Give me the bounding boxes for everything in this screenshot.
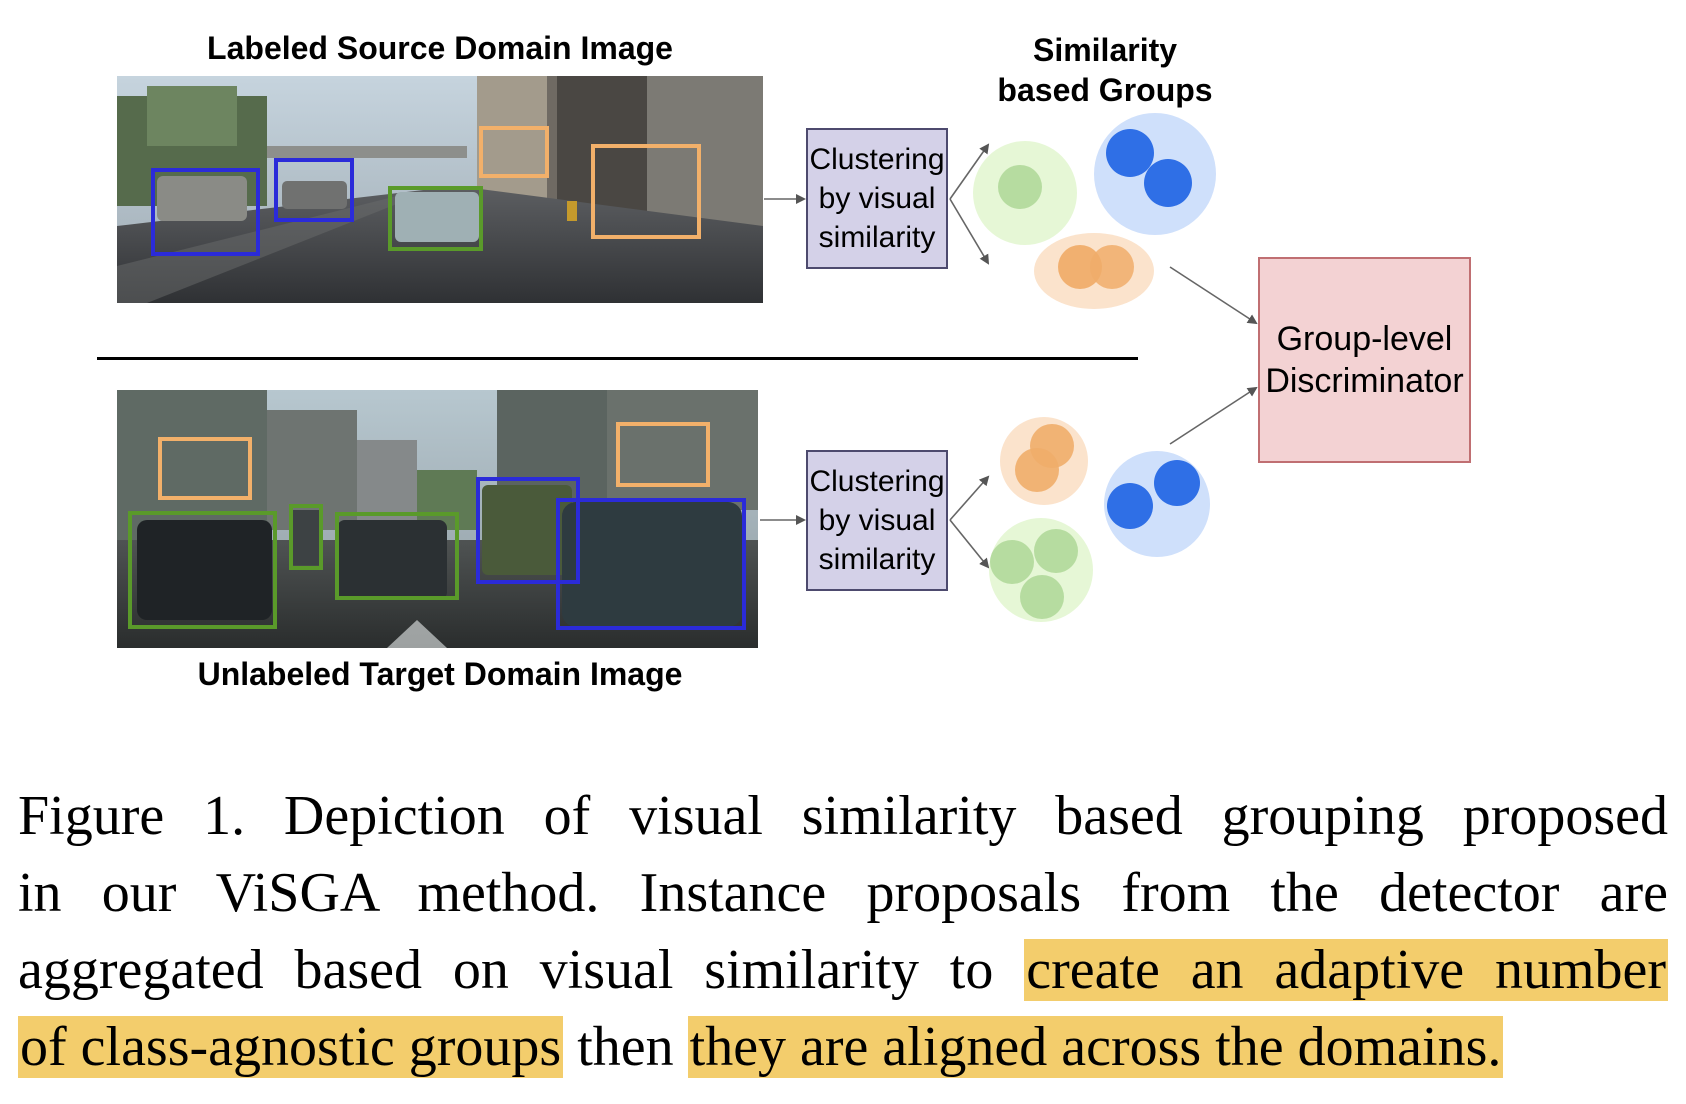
source-box-van bbox=[151, 168, 260, 256]
target-box-tram bbox=[476, 477, 580, 584]
group-level-discriminator: Group-level Discriminator bbox=[1258, 257, 1471, 463]
caption-line-3: aggregated based on visual similarity to… bbox=[18, 932, 1669, 1009]
source-domain-image bbox=[117, 76, 763, 303]
figure-caption: Figure 1. Depiction of visual similarity… bbox=[18, 778, 1669, 1086]
source-blue-group bbox=[1094, 113, 1216, 235]
target-domain-image bbox=[117, 390, 758, 648]
caption-highlight: create an adaptive number bbox=[1024, 939, 1669, 1001]
source-box-car-front bbox=[388, 186, 483, 251]
target-box-pedestrian bbox=[289, 504, 323, 570]
source-box-pillar bbox=[591, 144, 701, 239]
target-blue-group bbox=[1104, 451, 1210, 557]
target-box-building-right bbox=[616, 422, 710, 487]
arrow-groups-to-discriminator-top bbox=[1169, 266, 1258, 325]
caption-text: then bbox=[563, 1016, 688, 1078]
arrow-cluster-to-orange-group bbox=[949, 198, 990, 265]
groups-title: Similarity based Groups bbox=[997, 32, 1213, 108]
clustering-label-source: Clustering by visual similarity bbox=[809, 143, 945, 254]
source-orange-group bbox=[1034, 233, 1154, 309]
source-green-group bbox=[973, 141, 1077, 245]
domain-divider bbox=[97, 357, 1138, 360]
caption-text: aggregated based on visual similarity to bbox=[18, 939, 1025, 1001]
clustering-label-target: Clustering by visual similarity bbox=[809, 465, 945, 576]
source-image-title: Labeled Source Domain Image bbox=[207, 30, 673, 66]
caption-highlight: of class-agnostic groups bbox=[18, 1016, 564, 1078]
arrow-cluster-to-green-group-target bbox=[949, 519, 990, 569]
arrow-cluster-to-orange-group-target bbox=[949, 475, 990, 521]
target-box-car-center bbox=[335, 512, 459, 600]
clustering-box-target: Clustering by visual similarity bbox=[806, 450, 948, 591]
flow-diagram bbox=[760, 113, 1258, 622]
arrow-cluster-to-green-group bbox=[949, 143, 990, 200]
source-box-sign bbox=[479, 126, 549, 178]
target-box-car-left bbox=[128, 511, 277, 629]
target-orange-group bbox=[1000, 417, 1088, 505]
clustering-box-source: Clustering by visual similarity bbox=[806, 128, 948, 269]
target-street-scene bbox=[117, 390, 758, 648]
caption-line-2: in our ViSGA method. Instance proposals … bbox=[18, 862, 1668, 924]
target-box-building-left bbox=[158, 437, 252, 500]
target-image-title: Unlabeled Target Domain Image bbox=[197, 656, 683, 692]
discriminator-label: Group-level Discriminator bbox=[1265, 320, 1464, 400]
caption-line-1: Figure 1. Depiction of visual similarity… bbox=[18, 785, 1668, 847]
target-green-group bbox=[989, 518, 1093, 622]
caption-line-4: of class-agnostic groups then they are a… bbox=[18, 1009, 1668, 1086]
arrow-groups-to-discriminator-bottom bbox=[1169, 386, 1258, 445]
caption-highlight: they are aligned across the domains. bbox=[687, 1016, 1504, 1078]
flow-arrows bbox=[760, 143, 1258, 569]
source-box-car-far bbox=[274, 158, 354, 222]
target-box-car-right bbox=[556, 498, 746, 630]
